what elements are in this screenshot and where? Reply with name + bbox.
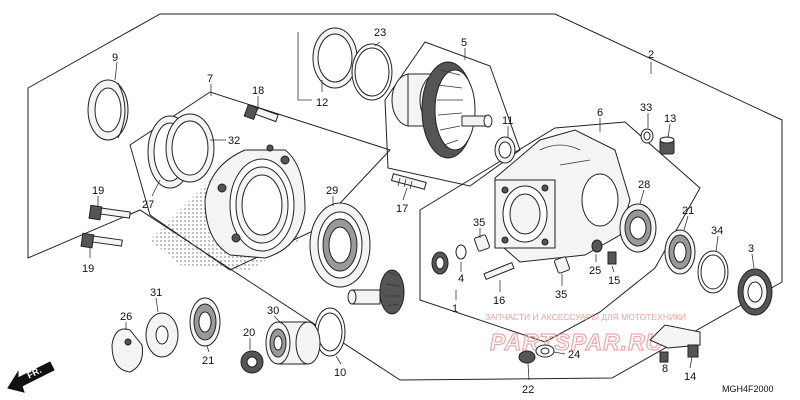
part-4-seal — [431, 244, 467, 275]
callout-26: 26 — [120, 311, 132, 323]
part-26-plate — [111, 328, 143, 373]
part-5-ring-gear — [391, 61, 493, 159]
part-25-washer — [591, 239, 603, 253]
callout-32: 32 — [228, 135, 240, 147]
callout-labels: 9 7 32 18 27 29 19 19 12 23 5 11 17 6 2 … — [82, 27, 754, 396]
callout-16: 16 — [493, 295, 505, 307]
part-30-bearing — [265, 321, 321, 365]
callout-35-upper: 35 — [473, 217, 485, 229]
callout-27: 27 — [142, 199, 154, 211]
callout-18: 18 — [252, 85, 264, 97]
part-9-ring — [87, 79, 129, 141]
group-12-lines — [297, 32, 312, 101]
part-11-seal — [494, 136, 516, 164]
callout-34: 34 — [711, 225, 723, 237]
part-17-stud — [390, 173, 427, 190]
callout-2: 2 — [648, 49, 654, 61]
diagram-code: MGH4F2000 — [722, 384, 774, 394]
front-direction-arrow: FR. — [7, 361, 55, 393]
part-34-ring — [697, 250, 729, 294]
part-12-ring — [312, 27, 358, 89]
callout-11: 11 — [502, 115, 513, 127]
callout-6: 6 — [597, 107, 603, 119]
part-8-breather — [649, 324, 701, 363]
part-20-gear — [240, 350, 264, 374]
callout-35-lower: 35 — [555, 289, 567, 301]
part-10-ring — [314, 307, 346, 357]
callout-19-lower: 19 — [82, 263, 94, 275]
part-21-bearing-right — [664, 229, 696, 275]
part-19-bolt-a — [88, 204, 131, 221]
callout-1: 1 — [452, 303, 458, 315]
group-5-outline — [384, 41, 521, 187]
watermark-text: ЗАПЧАСТИ И АКСЕССУАРЫ ДЛЯ МОТОТЕХНИКИ — [485, 312, 686, 322]
callout-10: 10 — [334, 367, 346, 379]
part-19-bolt-b — [80, 232, 123, 249]
callout-3: 3 — [748, 243, 754, 255]
callout-33: 33 — [640, 102, 652, 114]
part-28-bearing — [619, 203, 657, 253]
callout-17: 17 — [396, 203, 408, 215]
callout-30: 30 — [267, 305, 279, 317]
part-24-washer — [535, 344, 555, 358]
callout-23: 23 — [374, 27, 386, 39]
part-35-dowel-b — [554, 256, 570, 274]
part-33-washer — [640, 128, 654, 144]
group-6-outline — [419, 121, 701, 343]
part-29-bearing — [309, 202, 371, 288]
part-23-ring — [351, 43, 393, 101]
part-35-dowel-a — [474, 234, 490, 252]
callout-25: 25 — [589, 265, 601, 277]
part-7-housing — [150, 144, 306, 270]
callout-14: 14 — [684, 371, 696, 383]
callout-12: 12 — [316, 97, 328, 109]
callout-21-right: 21 — [682, 205, 694, 217]
callout-5: 5 — [461, 37, 467, 49]
part-6-gearcase — [494, 129, 631, 263]
callout-13: 13 — [664, 113, 676, 125]
part-21-bearing-left — [189, 297, 221, 347]
leader-lines — [89, 41, 755, 381]
part-31-cup — [145, 312, 179, 358]
callout-24: 24 — [568, 349, 580, 361]
callout-4: 4 — [458, 273, 464, 285]
part-3-locknut — [737, 268, 773, 316]
callout-7: 7 — [207, 73, 213, 85]
part-14-bolt — [687, 344, 699, 358]
callout-20: 20 — [243, 327, 255, 339]
part-13-plug — [659, 136, 675, 155]
callout-9: 9 — [112, 52, 118, 64]
watermark: ЗАПЧАСТИ И АКСЕССУАРЫ ДЛЯ МОТОТЕХНИКИ PA… — [485, 312, 686, 356]
part-1-pinion — [347, 269, 405, 315]
part-15-bolt — [607, 251, 617, 265]
part-22-nut — [518, 350, 536, 364]
callout-22: 22 — [522, 384, 534, 396]
callout-8: 8 — [662, 363, 668, 375]
callout-28: 28 — [638, 179, 650, 191]
watermark-logo: PARTSPAR.RU — [490, 329, 664, 355]
callout-21-left: 21 — [202, 355, 214, 367]
part-16-stud — [483, 261, 515, 281]
callout-31: 31 — [150, 287, 162, 299]
assembly-outline — [27, 13, 783, 381]
part-18-bolt — [243, 104, 279, 123]
callout-15: 15 — [608, 275, 620, 287]
callout-29: 29 — [326, 185, 338, 197]
callout-19-upper: 19 — [92, 185, 104, 197]
part-32-ring — [165, 113, 215, 183]
